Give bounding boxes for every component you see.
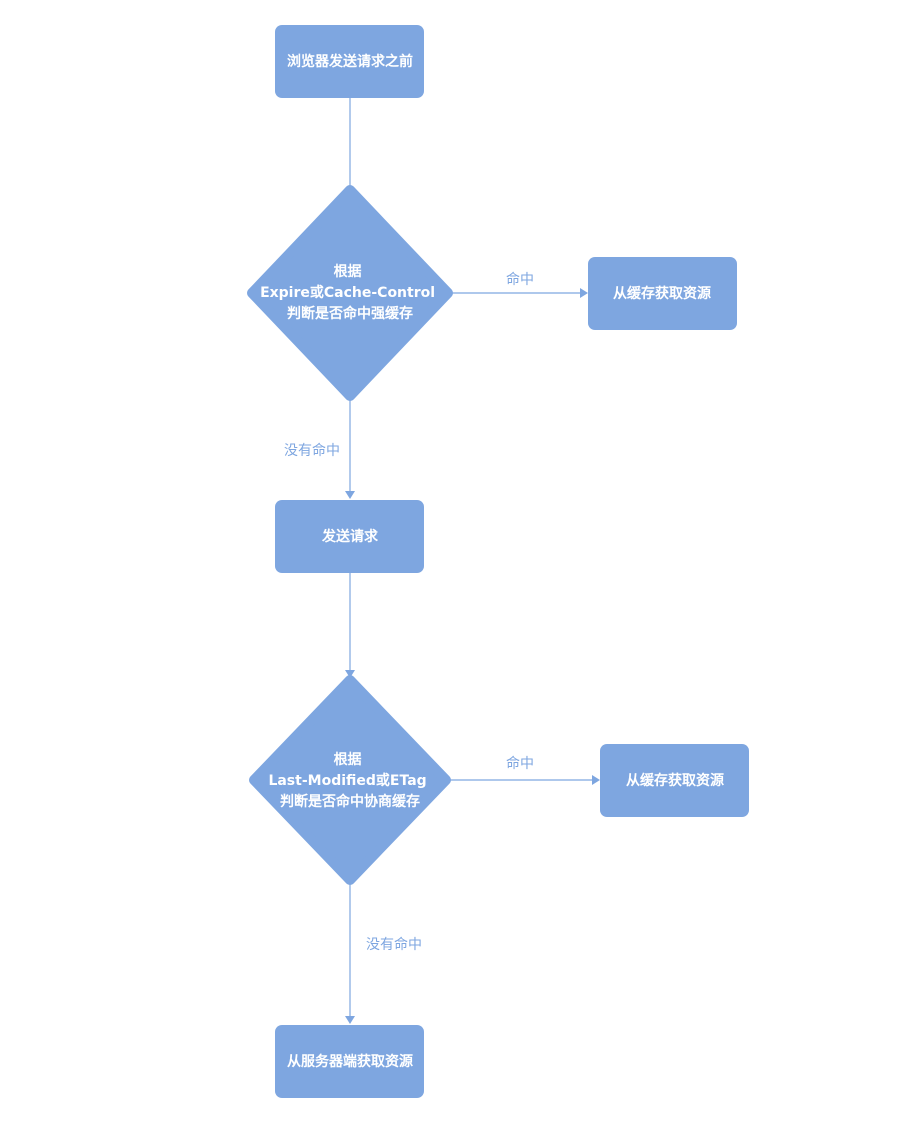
edge-before-to-strong-check: [345, 98, 355, 200]
svg-text:根据 Last-Modified或ETag: 根据 Last-Modified或ETag 判断是否命中协商缓存: [268, 751, 431, 810]
edge-label-negotiate-miss: 没有命中: [366, 936, 422, 953]
node-send-request-line-1: 发送请求: [321, 528, 379, 545]
node-server-fetch: 从服务器端获取资源: [275, 1025, 424, 1098]
node-server-fetch-line-1: 从服务器端获取资源: [287, 1053, 413, 1070]
node-before-request-line-1: 浏览器发送请求之前: [287, 53, 413, 70]
edge-label-negotiate-hit: 命中: [506, 755, 534, 772]
node-before-request: 浏览器发送请求之前: [275, 25, 424, 98]
node-negotiate-check-line-3: 判断是否命中协商缓存: [280, 793, 420, 810]
node-negotiate-cache-hit-line-1: 从缓存获取资源: [626, 772, 724, 789]
node-strong-cache-check: 根据 Expire或Cache-Control 判断是否命中强缓存: [247, 185, 453, 401]
edge-strong-hit: 命中: [448, 271, 588, 298]
node-send-request: 发送请求: [275, 500, 424, 573]
edge-negotiate-hit: 命中: [446, 755, 600, 785]
svg-text:根据 Expire或Cache-Control: 根据 Expire或Cache-Control 判断是否命中强缓存: [260, 263, 440, 322]
svg-text:浏览器发送请求之前: 浏览器发送请求之前: [287, 53, 413, 70]
node-negotiate-check-line-1: 根据: [334, 751, 362, 768]
node-strong-cache-hit: 从缓存获取资源: [588, 257, 737, 330]
svg-text:从缓存获取资源: 从缓存获取资源: [613, 285, 711, 302]
node-negotiate-check-line-2: Last-Modified或ETag: [268, 772, 426, 789]
svg-text:从服务器端获取资源: 从服务器端获取资源: [287, 1053, 413, 1070]
node-strong-check-line-2: Expire或Cache-Control: [260, 284, 435, 301]
node-negotiate-cache-check: 根据 Last-Modified或ETag 判断是否命中协商缓存: [249, 675, 451, 885]
edge-label-strong-hit: 命中: [506, 271, 534, 288]
node-strong-cache-hit-line-1: 从缓存获取资源: [613, 285, 711, 302]
node-negotiate-cache-hit: 从缓存获取资源: [600, 744, 749, 817]
edge-negotiate-miss: 没有命中: [345, 882, 422, 1024]
svg-text:发送请求: 发送请求: [321, 528, 379, 545]
edge-strong-miss: 没有命中: [284, 395, 355, 499]
edge-send-to-negotiate-check: [345, 573, 355, 678]
svg-text:从缓存获取资源: 从缓存获取资源: [626, 772, 724, 789]
node-strong-check-line-3: 判断是否命中强缓存: [287, 305, 413, 322]
node-strong-check-line-1: 根据: [334, 263, 362, 280]
edge-label-strong-miss: 没有命中: [284, 442, 340, 459]
